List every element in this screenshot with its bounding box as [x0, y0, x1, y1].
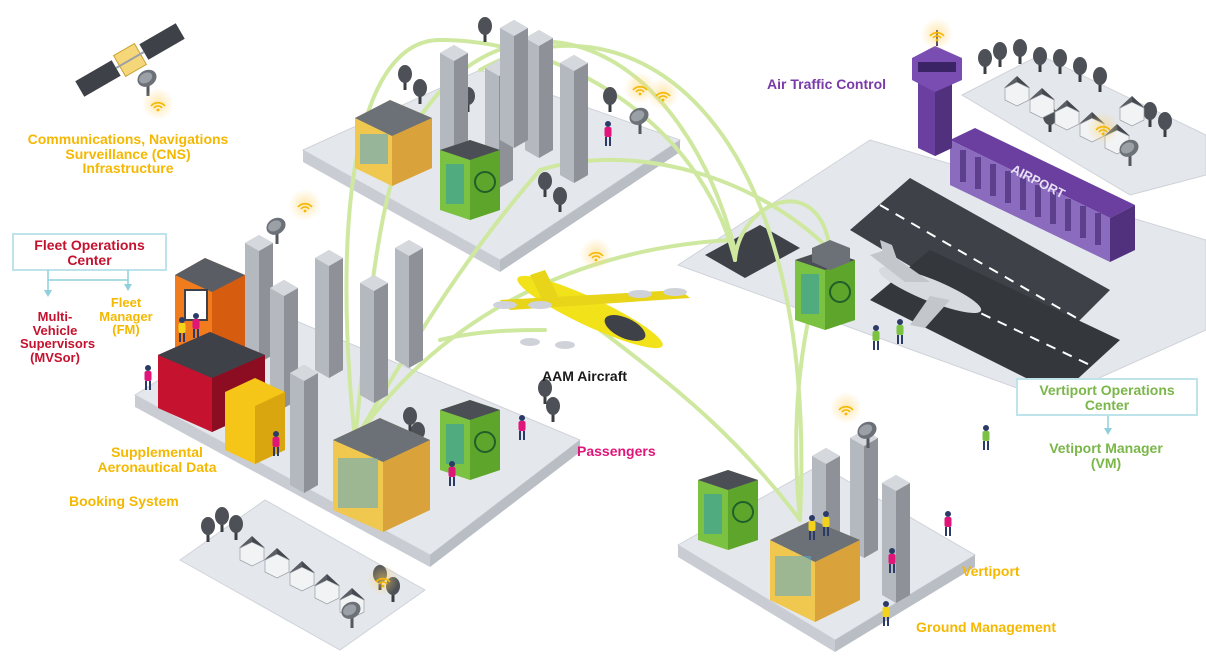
fleet-ops-line1: Fleet Operations: [34, 237, 145, 253]
satellite-icon: [75, 23, 185, 97]
air-traffic-control-label: Air Traffic Control: [767, 76, 887, 92]
ground-management-label: Ground Management: [916, 619, 1057, 635]
top-city-buildings: [355, 20, 588, 221]
cns-label-line2: Surveillance (CNS): [65, 145, 191, 162]
vertiport-ops-line2: Center: [1084, 396, 1130, 413]
airport-vertiport-building: [794, 240, 856, 331]
fm-line3: (FM): [112, 322, 140, 338]
air-traffic-control-tower: [912, 30, 962, 156]
supplemental-data-label: Supplemental Aeronautical Data: [92, 445, 222, 474]
mvsor-line1: Multi-: [37, 309, 73, 324]
fleet-manager-label: Fleet Manager (FM): [96, 296, 156, 337]
aam-aircraft-label: AAM Aircraft: [542, 368, 628, 384]
aircraft-icon: [493, 270, 690, 349]
vertiport-buildings: [697, 430, 910, 622]
fleet-operations-center-label: Fleet Operations Center: [14, 235, 165, 267]
vertiport-label: Vertiport: [962, 563, 1020, 579]
fleet-operations-building: [158, 235, 423, 493]
mvsor-label: Multi- Vehicle Supervisors (MVSor): [20, 309, 96, 365]
fm-line1: Fleet: [110, 295, 142, 310]
mvsor-line2: Vehicle: [32, 322, 78, 338]
vertiport-ops-line1: Vertiport Operations: [1039, 382, 1175, 398]
vm-line2: (VM): [1090, 454, 1122, 471]
passengers-label: Passengers: [577, 443, 656, 459]
vertiport-operations-center-label: Vertiport Operations Center: [1018, 380, 1196, 412]
vm-line1: Vetiport Manager: [1049, 440, 1163, 456]
airplane-icon: [870, 240, 982, 328]
supp-line2: Aeronautical Data: [97, 458, 217, 475]
cns-label-line1: Communications, Navigations: [27, 131, 229, 147]
supp-line1: Supplemental: [111, 444, 203, 460]
mvsor-line4: (MVSor): [30, 349, 80, 365]
vertiport-operations-center-box: Vertiport Operations Center: [1016, 378, 1198, 416]
cns-label: Communications, Navigations Surveillance…: [12, 132, 244, 176]
fm-line2: Manager: [99, 308, 153, 324]
mvsor-line3: Supervisors: [20, 336, 96, 352]
vetiport-manager-label: Vetiport Manager (VM): [1030, 441, 1182, 470]
fleet-ops-connector: [44, 270, 132, 297]
cns-label-line3: Infrastructure: [82, 160, 174, 177]
vertiport-ops-connector: [1104, 416, 1112, 435]
airport-terminal: AIRPORT: [950, 128, 1135, 262]
booking-system-label: Booking System: [69, 493, 179, 509]
fleet-ops-line2: Center: [67, 251, 112, 268]
fleet-operations-center-box: Fleet Operations Center: [12, 233, 167, 271]
left-vertiport-building: [333, 399, 501, 532]
